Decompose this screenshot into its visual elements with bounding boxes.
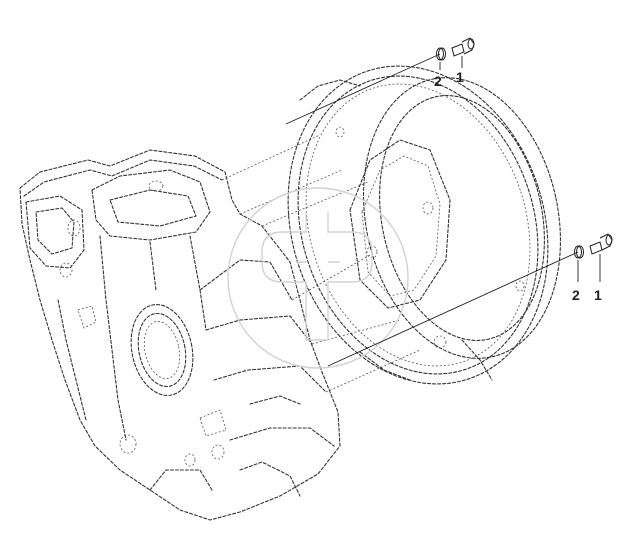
transmission-housing — [19, 149, 341, 521]
lower-bolt-icon — [589, 233, 613, 255]
upper-fastener-group: 2 1 — [285, 37, 475, 125]
upper-bolt-callout: 1 — [456, 69, 464, 85]
flywheel-housing — [287, 65, 561, 385]
lower-bolt-callout: 1 — [594, 287, 602, 303]
lower-bolt-axis — [327, 251, 579, 367]
assembly-lines — [221, 134, 421, 393]
ch-logo-watermark — [227, 187, 409, 369]
lower-washer-icon — [574, 245, 584, 259]
upper-washer-icon — [436, 47, 446, 61]
lower-washer-callout: 2 — [572, 287, 580, 303]
lower-fastener-group: 2 1 — [327, 233, 613, 367]
upper-bolt-icon — [451, 37, 475, 57]
upper-bolt-axis — [285, 53, 441, 125]
upper-washer-callout: 2 — [434, 73, 442, 89]
